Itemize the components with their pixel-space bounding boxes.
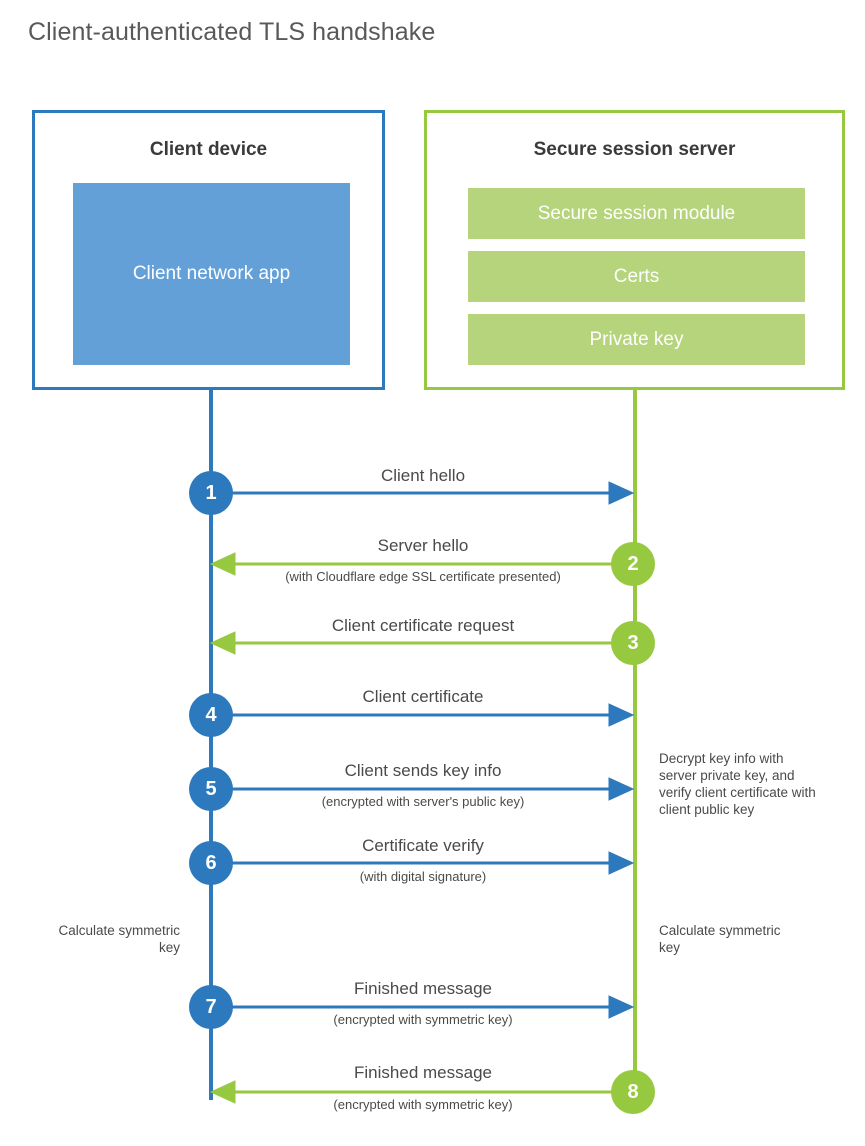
client-lifeline [209,390,213,1100]
step-marker-2[interactable]: 2 [611,542,655,586]
label-step-8-sub: (encrypted with symmetric key) [333,1097,513,1112]
client-network-app-box: Client network app [73,183,350,365]
label-step-8-main: Finished message [354,1063,492,1082]
client-device-panel: Client device Client network app [32,110,385,390]
client-device-title: Client device [149,139,268,160]
label-step-4: Client certificate [213,687,633,707]
server-lifeline [633,390,637,1080]
note-server-decrypt: Decrypt key info with server private key… [659,751,816,817]
label-step-6: Certificate verify [213,836,633,856]
label-step-6-sub: (with digital signature) [359,869,487,884]
label-step-3: Client certificate request [213,616,633,636]
label-step-7-main: Finished message [354,979,492,998]
server-component-private-key: Private key [468,314,805,365]
step-marker-6[interactable]: 6 [189,841,233,885]
label-step-5: Client sends key info [213,761,633,781]
label-step-8: Finished message [213,1063,633,1083]
label-step-2: Server hello [213,536,633,556]
step-marker-4[interactable]: 4 [189,693,233,737]
note-client-calculate-symmetric-key: Calculate symmetric key [58,923,180,955]
label-step-2-main: Server hello [377,536,469,555]
step-marker-5[interactable]: 5 [189,767,233,811]
label-step-1-main: Client hello [380,466,466,485]
server-component-secure-session-module: Secure session module [468,188,805,239]
secure-session-server-title: Secure session server [533,139,736,160]
step-marker-3[interactable]: 3 [611,621,655,665]
label-step-7-sub: (encrypted with symmetric key) [333,1012,513,1027]
step-marker-8[interactable]: 8 [611,1070,655,1114]
label-step-5-sub: (encrypted with server's public key) [321,794,525,809]
label-step-1: Client hello [213,466,633,486]
label-step-7-sub-wrap: (encrypted with symmetric key) [213,1011,633,1029]
label-step-4-main: Client certificate [362,687,484,706]
label-step-3-main: Client certificate request [331,616,515,635]
step-marker-7[interactable]: 7 [189,985,233,1029]
secure-session-server-panel: Secure session server Secure session mod… [424,110,845,390]
label-step-8-sub-wrap: (encrypted with symmetric key) [213,1096,633,1114]
label-step-2-sub-wrap: (with Cloudflare edge SSL certificate pr… [213,568,633,586]
label-step-6-sub-wrap: (with digital signature) [213,868,633,886]
step-marker-1[interactable]: 1 [189,471,233,515]
note-server-calculate-symmetric-key: Calculate symmetric key [659,923,781,955]
page-title: Client-authenticated TLS handshake [28,18,436,46]
server-component-certs: Certs [468,251,805,302]
label-step-5-sub-wrap: (encrypted with server's public key) [213,793,633,811]
label-step-7: Finished message [213,979,633,999]
label-step-6-main: Certificate verify [362,836,484,855]
label-step-2-sub: (with Cloudflare edge SSL certificate pr… [285,569,561,584]
label-step-5-main: Client sends key info [344,761,502,780]
